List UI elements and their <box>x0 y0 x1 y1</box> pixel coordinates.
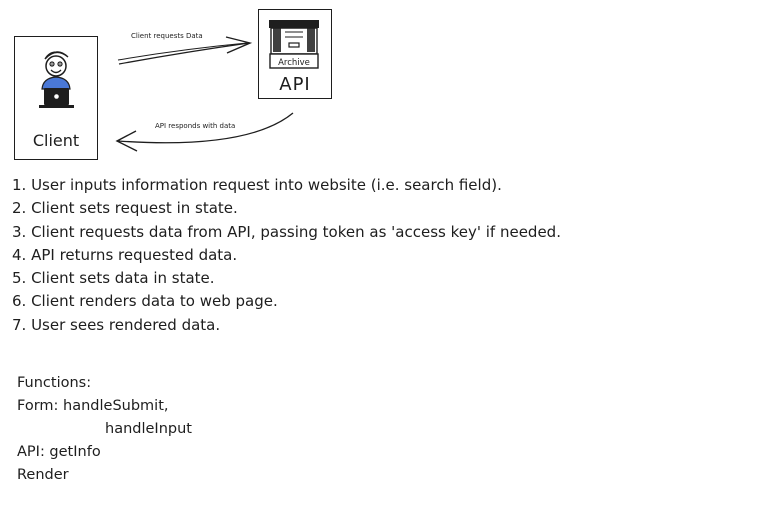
functions-heading: Functions: <box>17 375 92 391</box>
client-label: Client <box>32 131 80 150</box>
step-item: 1. User inputs information request into … <box>12 176 502 194</box>
response-arrow <box>117 112 294 144</box>
user-at-laptop-icon <box>39 51 74 108</box>
client-node: Client <box>14 36 98 160</box>
functions-form-line: Form: handleSubmit, <box>17 398 169 414</box>
functions-api-line: API: getInfo <box>17 444 101 460</box>
functions-section: Functions: Form: handleSubmit, handleInp… <box>17 372 192 487</box>
step-item: 6. Client renders data to web page. <box>12 292 278 311</box>
api-label: API <box>279 74 311 95</box>
functions-form-line-2: handleInput <box>105 421 192 437</box>
steps-list: 1. User inputs information request into … <box>12 174 561 337</box>
step-item: 2. Client sets request in state. <box>12 199 238 218</box>
functions-render-line: Render <box>17 467 69 483</box>
step-item: 4. API returns requested data. <box>12 245 238 264</box>
step-item: 7. User sees rendered data. <box>12 315 221 334</box>
archive-icon-label: Archive <box>278 58 310 68</box>
step-item: 5. Client sets data in state. <box>12 269 215 288</box>
response-arrow-label: API responds with data <box>155 122 236 130</box>
api-node: Archive API <box>258 9 332 99</box>
request-arrow <box>118 42 250 65</box>
request-arrow-label: Client requests Data <box>131 32 203 40</box>
step-item: 3. Client requests data from API, passin… <box>12 222 561 241</box>
archive-cabinet-icon: Archive <box>269 20 319 69</box>
